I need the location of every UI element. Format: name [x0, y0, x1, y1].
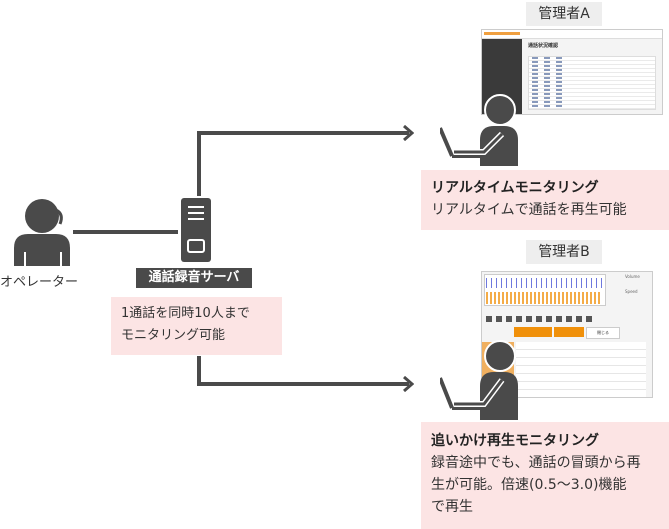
manager-a-feature: リアルタイムモニタリング リアルタイムで通話を再生可能 — [421, 170, 669, 230]
server-note-line: モニタリング可能 — [121, 328, 226, 343]
connector-up-vertical — [197, 131, 201, 196]
manager-b-label: 管理者B — [526, 240, 602, 264]
feature-title: リアルタイムモニタリング — [431, 180, 599, 196]
connector-down-horizontal — [197, 382, 409, 386]
server-icon — [181, 198, 211, 262]
manager-a-label: 管理者A — [526, 2, 602, 26]
operator-icon — [14, 199, 70, 266]
operator-server-line — [73, 230, 178, 234]
speed-label: Speed — [625, 289, 638, 294]
manager-b-feature: 追いかけ再生モニタリング 録音途中でも、通話の冒頭から再 生が可能。倍速(0.5… — [421, 422, 669, 529]
feature-desc-line: 録音途中でも、通話の冒頭から再 — [431, 455, 641, 471]
feature-title: 追いかけ再生モニタリング — [431, 433, 599, 449]
operator-label: オペレーター — [0, 275, 79, 290]
server-note-line: 1通話を同時10人まで — [121, 306, 250, 321]
manager-b-icon — [440, 340, 518, 420]
feature-desc-line: 生が可能。倍速(0.5〜3.0)機能 — [431, 477, 627, 493]
screen-title: 通話状況確認 — [528, 43, 559, 49]
volume-label: Volume — [625, 274, 640, 279]
feature-desc-line: で再生 — [431, 499, 473, 515]
arrow-head-icon — [403, 125, 414, 141]
feature-desc: リアルタイムで通話を再生可能 — [431, 202, 627, 218]
server-label: 通話録音サーバ — [136, 268, 252, 288]
connector-up-horizontal — [197, 131, 409, 135]
connector-down-vertical — [197, 356, 201, 386]
server-note: 1通話を同時10人まで モニタリング可能 — [111, 297, 282, 355]
arrow-head-icon — [403, 376, 414, 392]
manager-a-icon — [440, 94, 518, 166]
manager-a-screenshot: 通話状況確認 — [481, 29, 663, 115]
close-button: 閉じる — [586, 327, 620, 339]
